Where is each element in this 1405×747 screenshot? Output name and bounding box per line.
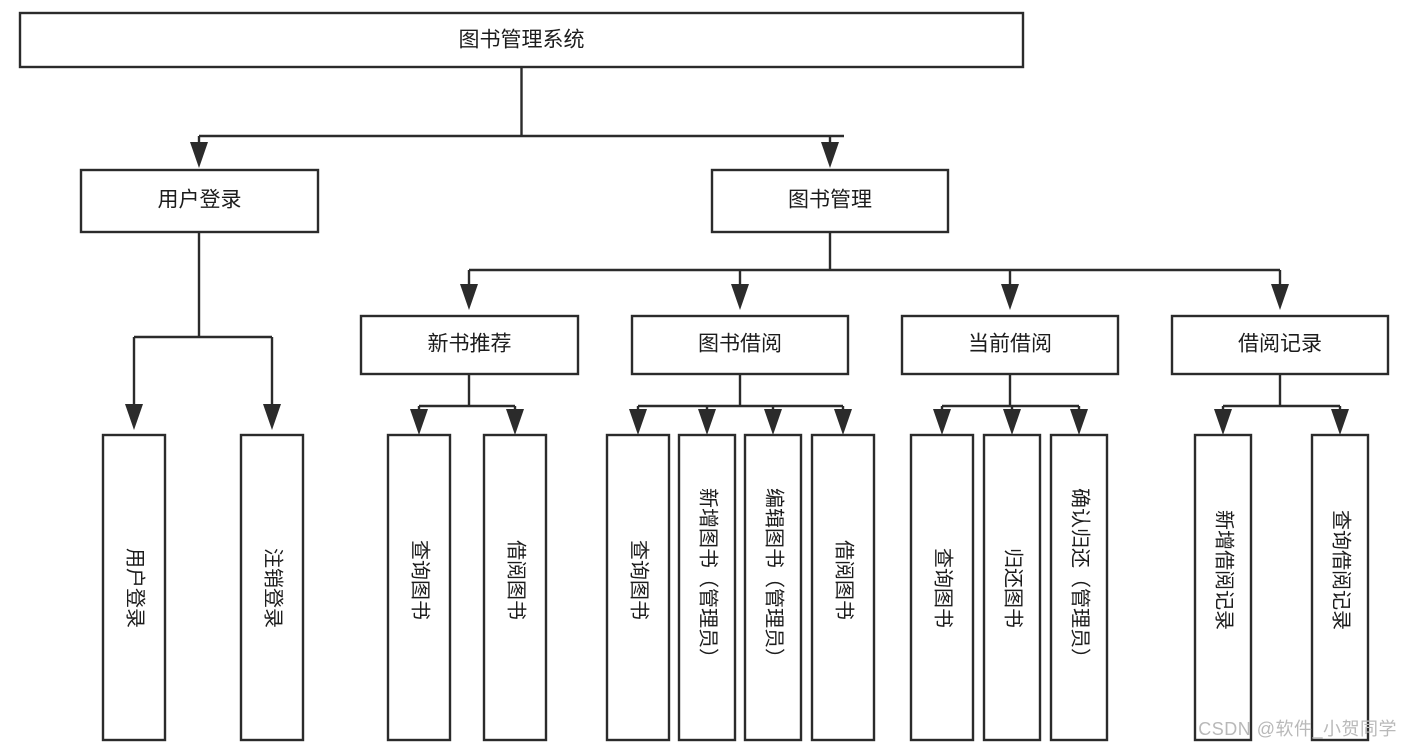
arrow-to-book-management [821,142,839,168]
arrow-to-current-borrow [1001,284,1019,310]
node-book-management[interactable]: 图书管理 [710,168,950,234]
arrow-to-leaf-add-borrow-record [1214,409,1232,435]
node-leaf-borrow-book-box[interactable] [810,433,876,742]
node-leaf-edit-book-admin-label: 编辑图书（管理员） [763,488,786,668]
node-leaf-query-book-borrow-label: 查询图书 [628,540,651,620]
node-leaf-edit-book-admin-box[interactable] [743,433,803,742]
node-leaf-query-book-current[interactable]: 查询图书 [909,433,975,742]
node-book-management-label: 图书管理 [788,189,872,212]
node-leaf-user-logout-box[interactable] [239,433,305,742]
node-leaf-query-book-borrow[interactable]: 查询图书 [605,433,671,742]
node-leaf-add-borrow-record-box[interactable] [1193,433,1253,742]
arrow-to-leaf-return-book [1003,409,1021,435]
node-current-borrow-box[interactable] [900,314,1120,376]
node-leaf-add-book-admin-label: 新增图书（管理员） [697,488,720,668]
node-leaf-return-book-label: 归还图书 [1002,548,1025,628]
arrow-to-leaf-add-book-admin [698,409,716,435]
node-leaf-borrow-book-label: 借阅图书 [833,540,856,620]
node-leaf-query-book-recommend[interactable]: 查询图书 [386,433,452,742]
node-leaf-confirm-return-admin-box[interactable] [1049,433,1109,742]
arrow-to-leaf-borrow-book [834,409,852,435]
node-leaf-query-book-current-label: 查询图书 [932,548,955,628]
node-leaf-return-book[interactable]: 归还图书 [982,433,1042,742]
arrow-to-leaf-borrow-book-recommend [506,409,524,435]
node-leaf-query-book-recommend-box[interactable] [386,433,452,742]
node-book-borrow[interactable]: 图书借阅 [630,314,850,376]
arrow-to-leaf-user-login [125,404,143,430]
arrow-to-new-book-recommend [460,284,478,310]
arrow-to-leaf-query-borrow-record [1331,409,1349,435]
node-leaf-query-book-current-box[interactable] [909,433,975,742]
node-borrow-records-label: 借阅记录 [1238,333,1322,356]
node-leaf-query-borrow-record[interactable]: 查询借阅记录 [1310,433,1370,742]
node-leaf-query-book-borrow-box[interactable] [605,433,671,742]
node-new-book-recommend-label: 新书推荐 [428,333,512,356]
node-leaf-user-login[interactable]: 用户登录 [101,433,167,742]
arrow-to-leaf-edit-book-admin [764,409,782,435]
node-root-box[interactable] [18,11,1025,69]
node-leaf-query-book-recommend-label: 查询图书 [409,540,432,620]
arrow-to-leaf-query-book-current [933,409,951,435]
node-leaf-add-borrow-record-label: 新增借阅记录 [1213,510,1236,630]
node-leaf-query-borrow-record-label: 查询借阅记录 [1330,510,1353,630]
arrow-to-leaf-confirm-return-admin [1070,409,1088,435]
node-leaf-borrow-book-recommend-box[interactable] [482,433,548,742]
node-leaf-user-login-box[interactable] [101,433,167,742]
node-leaf-user-logout-label: 注销登录 [262,548,285,628]
node-leaf-borrow-book-recommend[interactable]: 借阅图书 [482,433,548,742]
connector-layer [125,67,1349,435]
node-user-login-label: 用户登录 [158,189,242,212]
node-new-book-recommend-box[interactable] [359,314,580,376]
node-user-login[interactable]: 用户登录 [79,168,320,234]
node-book-borrow-box[interactable] [630,314,850,376]
node-book-borrow-label: 图书借阅 [698,333,782,356]
arrow-to-book-borrow [731,284,749,310]
node-leaf-add-borrow-record[interactable]: 新增借阅记录 [1193,433,1253,742]
node-user-login-box[interactable] [79,168,320,234]
node-leaf-borrow-book-recommend-label: 借阅图书 [505,540,528,620]
node-leaf-edit-book-admin[interactable]: 编辑图书（管理员） [743,433,803,742]
arrow-to-borrow-records [1271,284,1289,310]
node-new-book-recommend[interactable]: 新书推荐 [359,314,580,376]
node-leaf-confirm-return-admin-label: 确认归还（管理员） [1069,488,1092,668]
node-root-label: 图书管理系统 [459,29,585,52]
node-borrow-records-box[interactable] [1170,314,1390,376]
node-borrow-records[interactable]: 借阅记录 [1170,314,1390,376]
arrow-to-user-login [190,142,208,168]
node-current-borrow[interactable]: 当前借阅 [900,314,1120,376]
node-leaf-user-login-label: 用户登录 [124,548,147,628]
node-leaf-borrow-book[interactable]: 借阅图书 [810,433,876,742]
node-leaf-confirm-return-admin[interactable]: 确认归还（管理员） [1049,433,1109,742]
arrow-to-leaf-query-book-borrow [629,409,647,435]
node-leaf-add-book-admin[interactable]: 新增图书（管理员） [677,433,737,742]
node-leaf-user-logout[interactable]: 注销登录 [239,433,305,742]
arrow-to-leaf-query-book-recommend [410,409,428,435]
node-current-borrow-label: 当前借阅 [968,333,1052,356]
node-leaf-return-book-box[interactable] [982,433,1042,742]
node-leaf-query-borrow-record-box[interactable] [1310,433,1370,742]
arrow-to-leaf-user-logout [263,404,281,430]
node-book-management-box[interactable] [710,168,950,234]
node-leaf-add-book-admin-box[interactable] [677,433,737,742]
node-root[interactable]: 图书管理系统 [18,11,1025,69]
